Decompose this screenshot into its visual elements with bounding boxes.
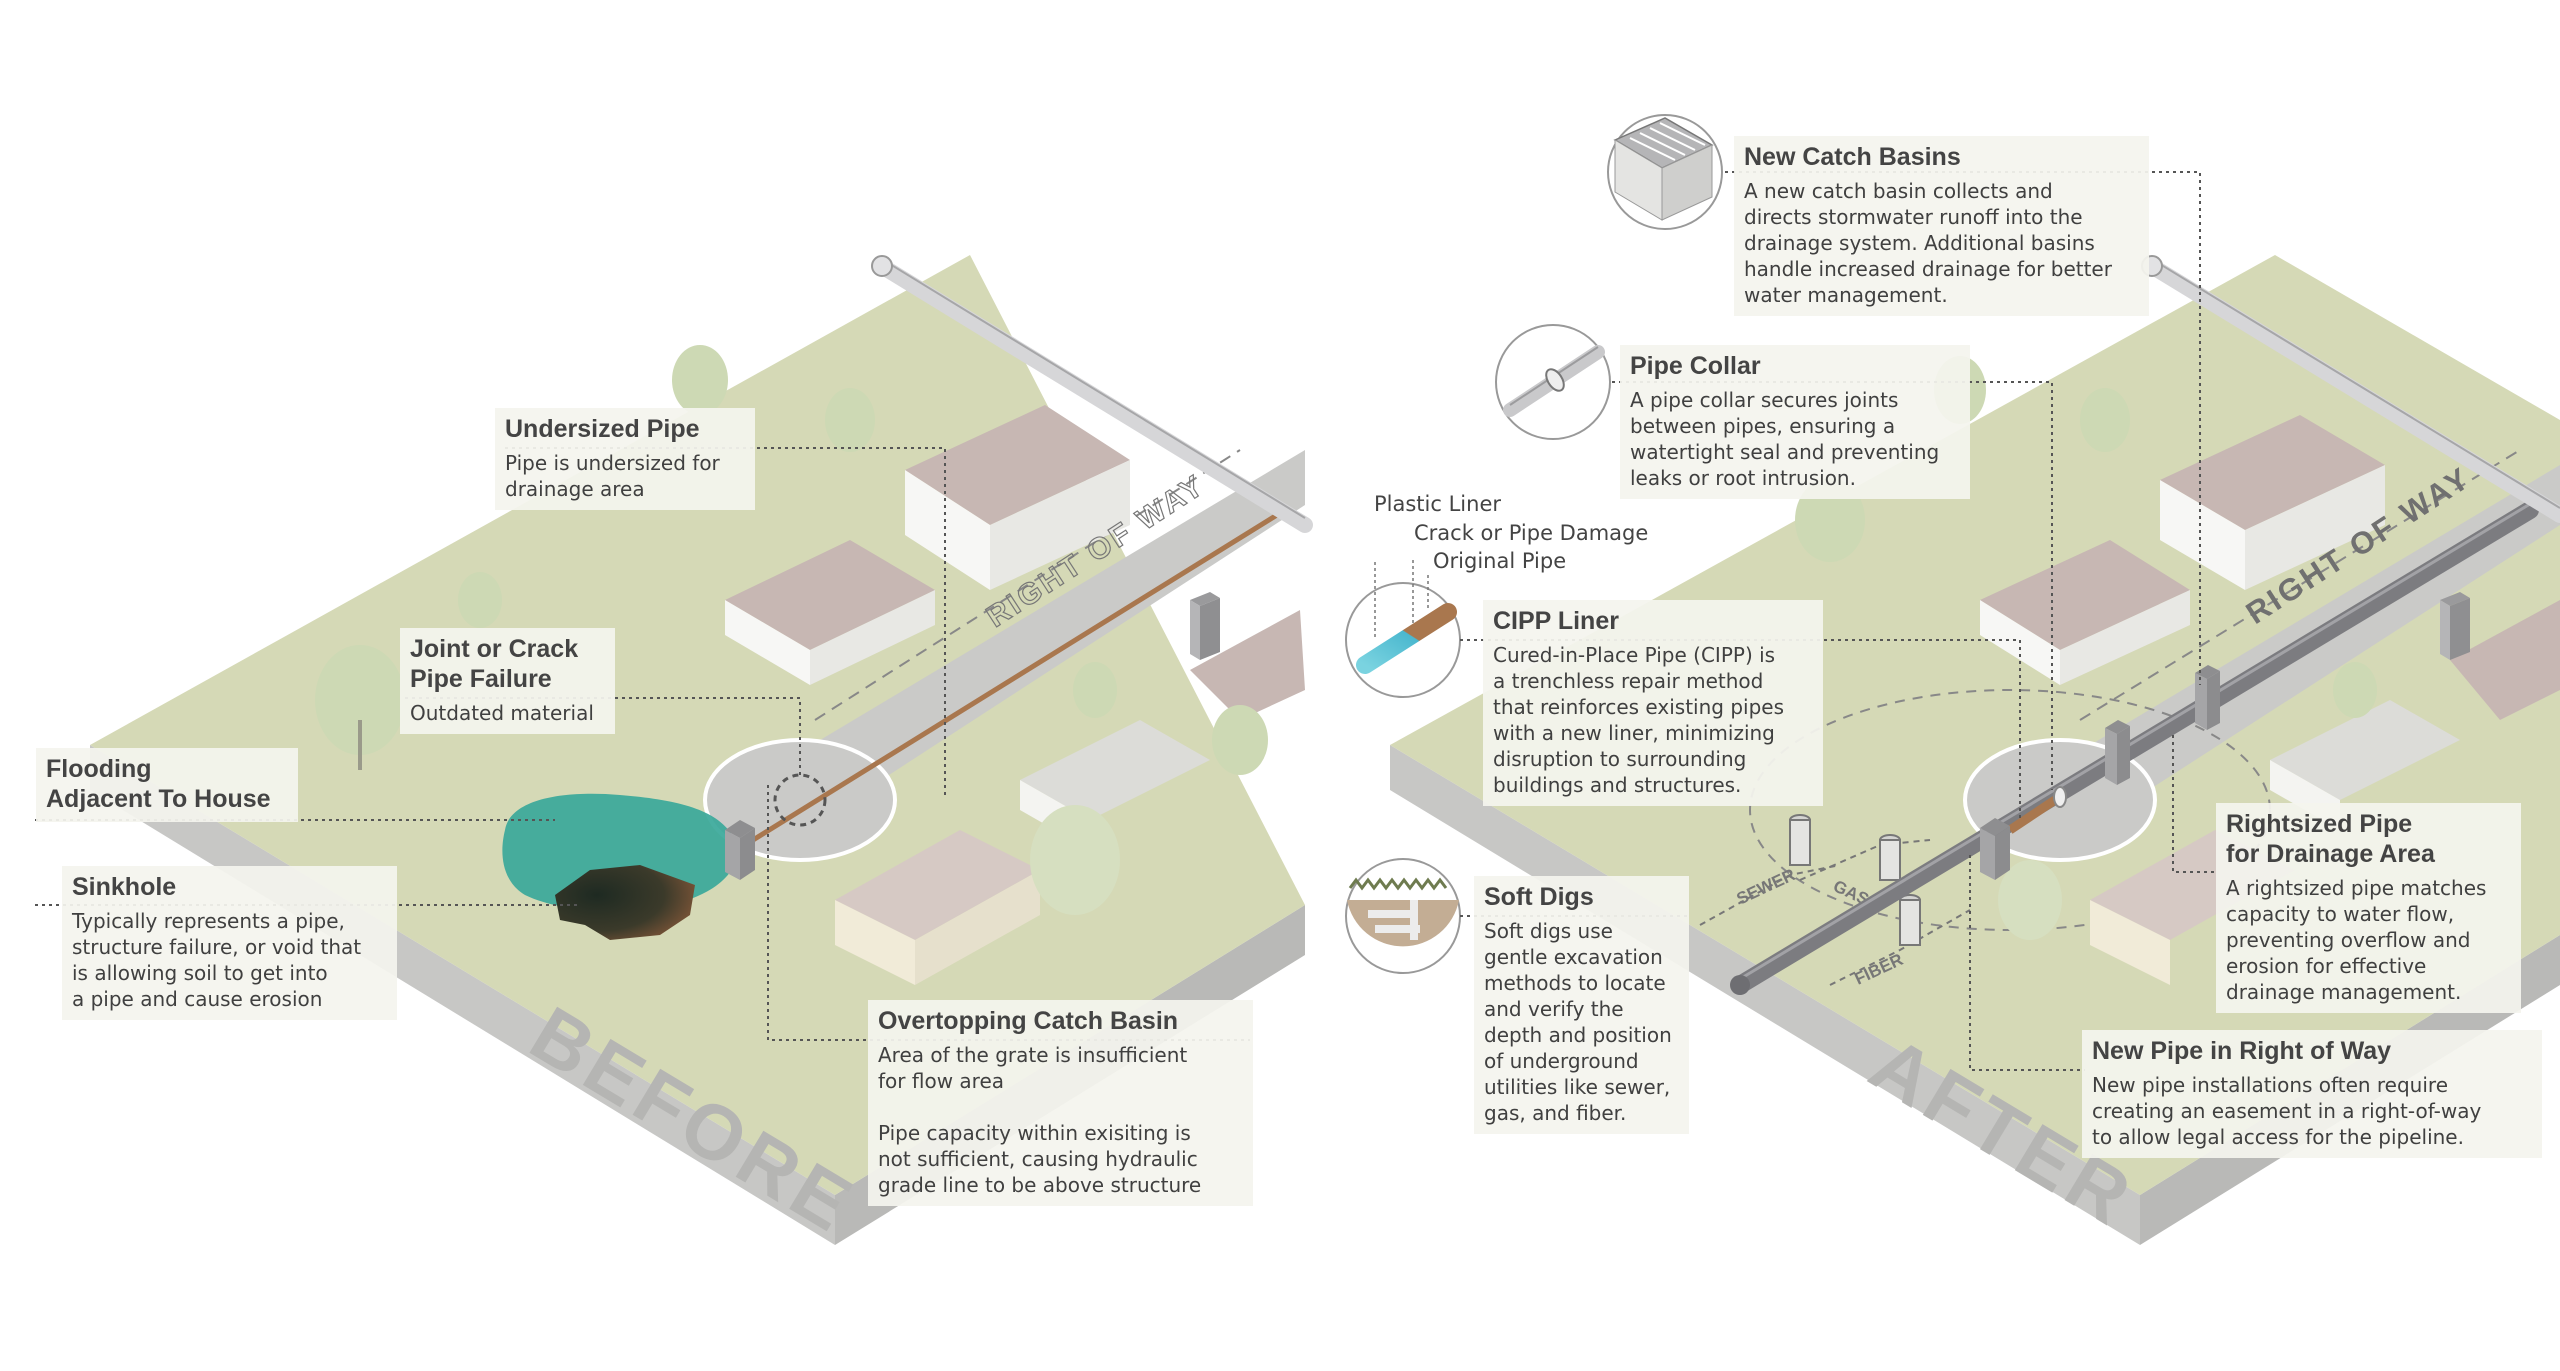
before-main-pipe-edge <box>879 257 1306 519</box>
before-street <box>770 450 1305 810</box>
catch-basin-detail <box>1607 114 1723 230</box>
before-tree <box>672 345 728 415</box>
after-house <box>2160 415 2385 590</box>
sinkhole-callout: Sinkhole Typically represents a pipe, st… <box>62 866 397 1020</box>
after-main-pipe-edge <box>2149 257 2560 509</box>
sinkhole-title: Sinkhole <box>72 873 177 901</box>
pipe-collar-marker <box>2053 786 2067 808</box>
before-main-pipe <box>872 257 1313 533</box>
soft-digs-body: Soft digs use gentle excavation methods … <box>1484 919 1672 1125</box>
before-utility-box <box>1190 592 1220 660</box>
after-house <box>2450 600 2560 720</box>
soft-digs-callout: Soft Digs Soft digs use gentle excavatio… <box>1474 876 1689 1134</box>
before-panel: RIGHT OF WAY BEFORE <box>35 255 1313 1251</box>
joint-failure-title: Joint or Crack Pipe Failure <box>410 635 579 693</box>
new-pipe-end <box>1730 975 1750 995</box>
rightsized-pipe-body: A rightsized pipe matches capacity to wa… <box>2226 876 2487 1004</box>
after-tree <box>2080 388 2130 452</box>
new-catch-basin <box>1980 818 2010 880</box>
catch-basins-body: A new catch basin collects and directs s… <box>1744 179 2112 307</box>
pipe-collar-title: Pipe Collar <box>1630 352 1761 380</box>
overtopping-title: Overtopping Catch Basin <box>878 1007 1179 1035</box>
catch-basins-title: New Catch Basins <box>1744 143 1961 171</box>
after-slab-left-face <box>1390 745 2140 1245</box>
before-tree <box>315 645 405 770</box>
overtopping-callout: Overtopping Catch Basin Area of the grat… <box>868 1000 1253 1206</box>
overtopping-catch-basin <box>725 820 755 880</box>
before-tree <box>825 388 875 452</box>
after-main-pipe <box>2142 257 2560 523</box>
before-house <box>725 540 935 685</box>
pipe-collar-detail <box>1495 324 1611 440</box>
undersized-pipe-body: Pipe is undersized for drainage area <box>505 451 720 501</box>
rightsized-new-pipe-highlight <box>1739 502 2531 981</box>
new-pipe-row-body: New pipe installations often require cre… <box>2092 1073 2482 1149</box>
undersized-pipe-callout: Undersized Pipe Pipe is undersized for d… <box>495 408 755 510</box>
original-pipe-label: Original Pipe <box>1433 549 1567 573</box>
undersized-old-pipe <box>743 507 1287 848</box>
cipp-liner-detail <box>1345 560 1461 698</box>
new-catch-basin <box>2105 720 2130 785</box>
crack-damage-label: Crack or Pipe Damage <box>1414 521 1649 545</box>
overtopping-body-capacity: Pipe capacity within exisiting is not su… <box>878 1121 1202 1197</box>
new-pipe-row-callout: New Pipe in Right of Way New pipe instal… <box>2082 1030 2542 1158</box>
catch-basins-callout: New Catch Basins A new catch basin colle… <box>1734 136 2149 316</box>
overtopping-body-grate: Area of the grate is insufficient for fl… <box>878 1043 1188 1093</box>
cipp-lined-segment <box>2007 796 2058 834</box>
after-row-line <box>2079 449 2521 721</box>
cipp-liner-body: Cured-in-Place Pipe (CIPP) is a trenchle… <box>1493 643 1784 797</box>
before-house <box>1190 610 1305 720</box>
after-tree <box>2333 662 2377 718</box>
joint-failure-body: Outdated material <box>410 701 594 725</box>
flooding-title: Flooding Adjacent To House <box>46 755 271 813</box>
before-tree <box>458 572 502 628</box>
pipe-collar-callout: Pipe Collar A pipe collar secures joints… <box>1620 345 1970 499</box>
plastic-liner-label: Plastic Liner <box>1374 492 1501 516</box>
cipp-liner-callout: CIPP Liner Cured-in-Place Pipe (CIPP) is… <box>1483 600 1823 806</box>
soft-dig-utilities <box>1699 839 1971 986</box>
sinkhole-void <box>555 865 695 940</box>
rightsized-pipe-title: Rightsized Pipe for Drainage Area <box>2226 810 2435 868</box>
after-utility-box <box>2440 592 2470 660</box>
pipe-collar-body: A pipe collar secures joints between pip… <box>1630 388 1940 490</box>
new-catch-basin <box>2195 665 2220 730</box>
flooding-callout: Flooding Adjacent To House <box>36 748 298 822</box>
before-tree <box>1073 662 1117 718</box>
joint-failure-marker <box>773 773 827 827</box>
before-row-line <box>814 449 1241 721</box>
soft-dig-pits <box>1789 814 1921 946</box>
soft-digs-title: Soft Digs <box>1484 883 1594 911</box>
rightsized-new-pipe <box>1731 501 2539 994</box>
after-tree <box>1998 860 2062 940</box>
rightsized-pipe-callout: Rightsized Pipe for Drainage Area A righ… <box>2216 803 2521 1013</box>
sinkhole-body: Typically represents a pipe, structure f… <box>72 909 362 1011</box>
cipp-liner-title: CIPP Liner <box>1493 607 1619 635</box>
before-main-pipe-end <box>871 255 893 277</box>
before-house <box>835 830 1040 985</box>
before-tree <box>1030 805 1120 915</box>
joint-failure-callout: Joint or Crack Pipe Failure Outdated mat… <box>400 628 615 734</box>
new-pipe-row-title: New Pipe in Right of Way <box>2092 1037 2392 1065</box>
soft-digs-detail <box>1345 858 1461 974</box>
undersized-pipe-title: Undersized Pipe <box>505 415 700 443</box>
after-tree <box>1795 478 1865 562</box>
before-house <box>905 405 1130 590</box>
before-tree <box>1212 705 1268 775</box>
